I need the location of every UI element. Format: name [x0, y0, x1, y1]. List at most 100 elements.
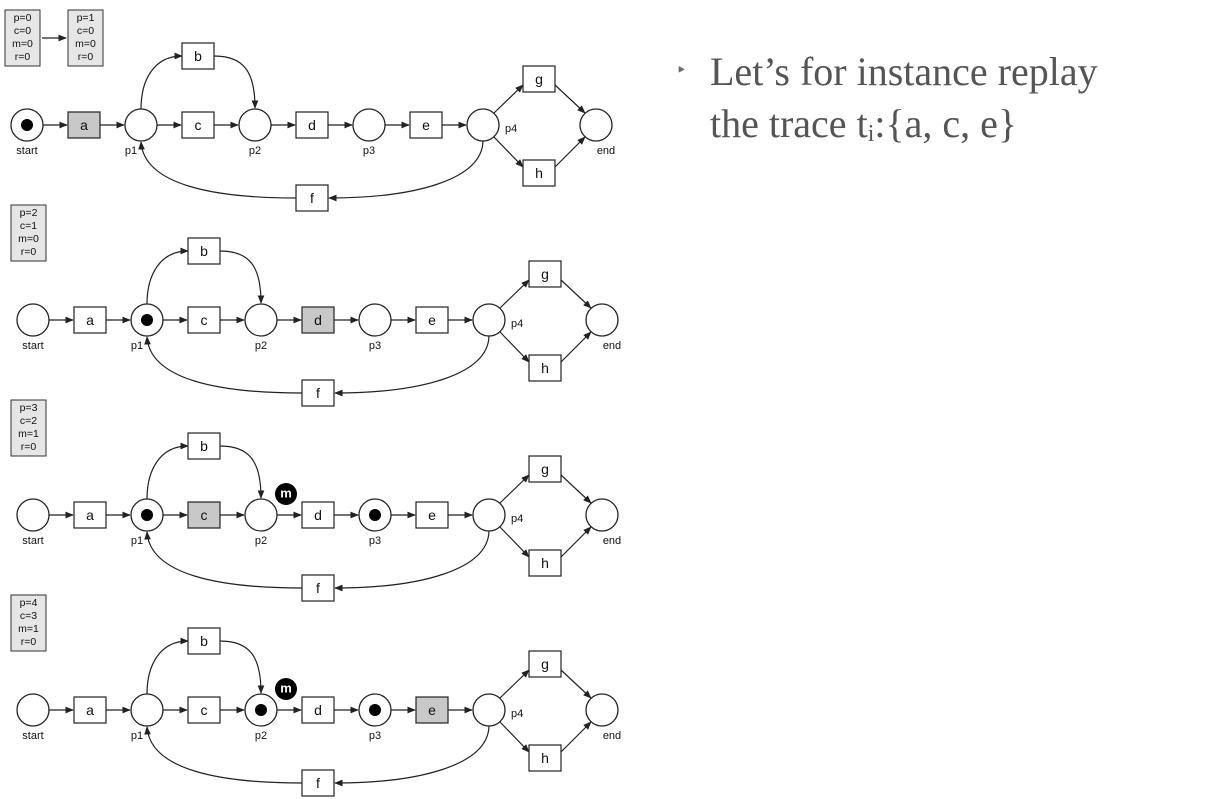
place-label-start: start	[22, 340, 43, 352]
counter-p: p=1	[77, 12, 95, 24]
transition-d	[295, 111, 329, 139]
counter-box: p=0c=0m=0r=0	[4, 9, 41, 67]
arc-f-p1	[144, 336, 303, 394]
counter-rect	[10, 204, 47, 262]
transition-f	[301, 379, 335, 407]
counter-r: r=0	[21, 246, 37, 258]
missing-token-marker: m	[275, 678, 297, 700]
transition-label-a: a	[80, 117, 88, 133]
arc-p4-g	[499, 474, 530, 504]
counter-m: m=1	[18, 428, 39, 440]
transition-f	[301, 769, 335, 797]
transition-b	[187, 237, 221, 265]
transition-d	[301, 696, 335, 724]
transition-label-g: g	[541, 266, 549, 282]
arc-h-end	[560, 721, 592, 753]
arc-g-end	[560, 669, 592, 699]
bullet-line-1: Let’s for instance replay	[710, 49, 1098, 94]
counter-box: p=2c=1m=0r=0	[10, 204, 47, 262]
transition-a	[73, 501, 107, 529]
arc-h-end	[560, 331, 592, 363]
bullet-marker: ‣	[676, 60, 687, 80]
place-p1	[130, 693, 164, 727]
arc-g-end	[560, 279, 592, 309]
transition-f	[301, 574, 335, 602]
arc-p4-h	[499, 721, 530, 753]
arc-h-end	[554, 136, 586, 168]
transition-h	[528, 549, 562, 577]
missing-token-circle	[275, 483, 297, 505]
bullet-text: Let’s for instance replay the trace ti:{…	[710, 46, 1098, 160]
transition-b	[181, 42, 215, 70]
place-end	[579, 108, 613, 142]
counter-r: r=0	[15, 51, 31, 63]
place-label-p1: p1	[131, 535, 143, 547]
transition-c	[187, 696, 221, 724]
transition-label-d: d	[314, 702, 322, 718]
counter-p: p=2	[20, 207, 38, 219]
transition-label-c: c	[201, 312, 208, 328]
transition-label-a: a	[86, 507, 94, 523]
counter-p: p=0	[14, 12, 32, 24]
arc-b-p2	[219, 250, 265, 304]
place-label-p1: p1	[131, 340, 143, 352]
counter-p: p=4	[20, 597, 38, 609]
place-label-end: end	[603, 535, 621, 547]
transition-label-b: b	[200, 633, 208, 649]
place-label-start: start	[22, 730, 43, 742]
place-label-start: start	[22, 535, 43, 547]
transition-e	[415, 501, 449, 529]
counter-rect	[4, 9, 41, 67]
transition-label-c: c	[195, 117, 202, 133]
transition-c	[187, 306, 221, 334]
missing-token-marker: m	[275, 483, 297, 505]
bullet-line-2-prefix: the trace t	[710, 101, 868, 146]
counter-box: p=4c=3m=1r=0	[10, 594, 47, 652]
bullet-line-2-suffix: :{a, c, e}	[874, 101, 1018, 146]
arc-g-end	[554, 84, 586, 114]
counter-m: m=0	[12, 38, 33, 50]
transition-label-g: g	[541, 461, 549, 477]
counter-rect	[67, 9, 104, 67]
transition-a	[67, 111, 101, 139]
arc-p4-g	[499, 279, 530, 309]
transition-label-d: d	[314, 312, 322, 328]
arc-p4-g	[499, 669, 530, 699]
transition-label-b: b	[194, 48, 202, 64]
transition-label-e: e	[422, 117, 430, 133]
place-p4	[472, 498, 506, 532]
token	[255, 704, 267, 716]
transition-label-e: e	[428, 702, 436, 718]
place-label-end: end	[597, 145, 615, 157]
counter-rect	[10, 399, 47, 457]
transition-h	[522, 159, 556, 187]
token	[141, 314, 153, 326]
transition-label-d: d	[314, 507, 322, 523]
place-label-p3: p3	[369, 535, 381, 547]
place-label-p3: p3	[369, 340, 381, 352]
place-p3	[358, 303, 392, 337]
arc-p4-h	[499, 331, 530, 363]
transition-a	[73, 306, 107, 334]
place-label-p2: p2	[255, 730, 267, 742]
transition-label-a: a	[86, 312, 94, 328]
transition-label-b: b	[200, 243, 208, 259]
arc-f-p1	[138, 141, 297, 199]
place-start	[16, 498, 50, 532]
counter-c: c=3	[20, 610, 37, 622]
place-p2	[238, 108, 272, 142]
counter-c: c=0	[77, 25, 94, 37]
missing-token-label: m	[280, 681, 292, 696]
transition-label-f: f	[310, 190, 314, 206]
place-p2	[244, 303, 278, 337]
arc-p1-b	[146, 442, 189, 500]
arc-h-end	[560, 526, 592, 558]
token	[141, 509, 153, 521]
place-label-p2: p2	[255, 340, 267, 352]
transition-d	[301, 306, 335, 334]
place-p4	[466, 108, 500, 142]
place-label-p4: p4	[505, 123, 517, 135]
place-p4	[472, 303, 506, 337]
